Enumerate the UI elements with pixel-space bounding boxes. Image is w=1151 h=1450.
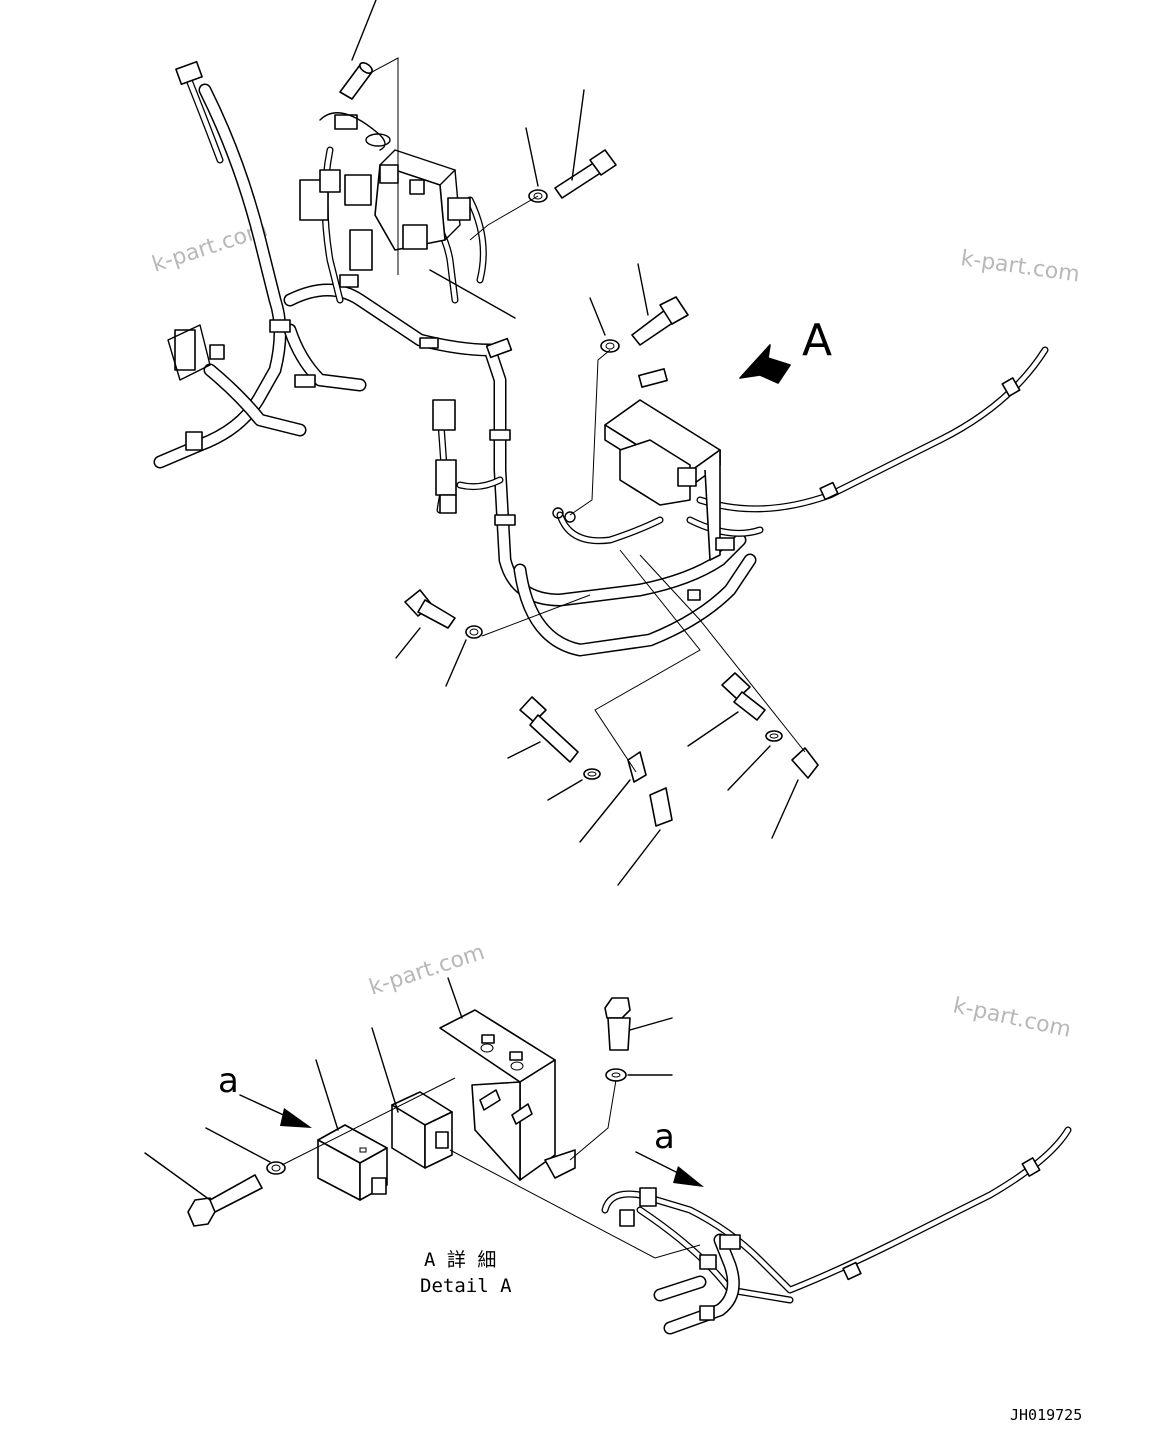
bolt-mid [600,296,689,353]
left-connectors [167,60,457,514]
bolt-top [528,149,617,203]
leader-lines-lower [144,977,673,1201]
spacer-top [339,62,373,100]
caption-line-1: A 詳 細 [424,1249,496,1271]
detail-label-a: a [218,1061,239,1101]
bolt-lower-left [519,696,601,780]
right-harness [552,346,1049,545]
leader-lines-upper [351,0,799,886]
reference-lines-lower [281,1077,701,1259]
bolt-detail-left [187,1161,286,1227]
main-wiring-harness [153,66,757,657]
relay-box-rear [391,1091,453,1169]
detail-harness [601,1126,1072,1335]
view-a-arrow [739,344,791,384]
relay-box-front [317,1124,388,1201]
caption-line-2: Detail A [420,1275,512,1297]
relay-box-assembly [604,368,735,561]
detail-a-arrows [239,1094,704,1187]
bolt-detail-right [604,997,631,1082]
drawing-code: JH019725 [1010,1406,1082,1424]
clip-parts [627,747,819,827]
connector-cluster [299,112,471,288]
detail-label-a: a [654,1117,675,1157]
watermark: k-part.com [951,993,1073,1042]
view-label: A [802,315,832,366]
reference-lines-upper [371,57,806,773]
watermark: k-part.com [366,940,488,1001]
watermark: k-part.com [959,246,1081,287]
bracket [439,1009,576,1181]
bolt-lower-right [721,672,783,742]
bolt-left [404,589,483,639]
